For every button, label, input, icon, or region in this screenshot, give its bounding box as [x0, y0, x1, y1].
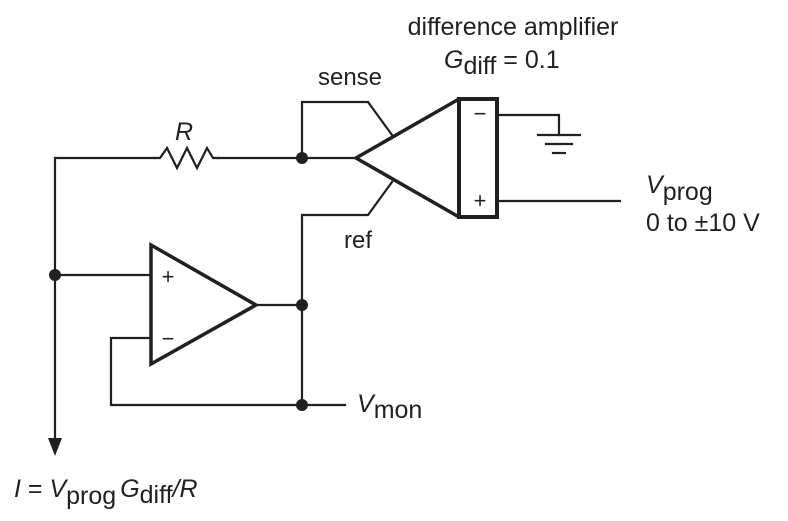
diff-amp-plus-pin: +: [474, 188, 487, 213]
eq-v-symbol: V: [49, 475, 68, 503]
wire-sense: [300, 100, 394, 160]
wire-left-to-resistor: [53, 156, 157, 277]
vprog-label: Vprog: [646, 171, 713, 206]
eq-equals: =: [21, 475, 50, 503]
ground-icon: [536, 133, 582, 155]
eq-r-symbol: R: [180, 475, 198, 503]
opamp-triangle: [149, 241, 260, 367]
junction-dot-sense: [296, 152, 308, 164]
eq-current-symbol: I: [14, 475, 21, 503]
opamp-minus-pin: −: [162, 326, 175, 351]
sense-label: sense: [318, 64, 382, 91]
resistor-label: R: [175, 118, 193, 146]
current-arrow-icon: [48, 438, 62, 456]
junction-dot-output: [296, 299, 308, 311]
vprog-subscript: prog: [663, 178, 713, 206]
wire-to-ground: [495, 113, 561, 137]
eq-g-symbol: G: [120, 475, 139, 503]
vprog-range: 0 to ±10 V: [646, 209, 760, 237]
vmon-symbol: V: [357, 390, 376, 418]
opamp-plus-pin: +: [162, 264, 175, 289]
diff-amp-minus-pin: −: [474, 101, 487, 126]
junction-dot-vmon: [296, 399, 308, 411]
vmon-label: Vmon: [357, 390, 422, 424]
eq-g-subscript: diff: [140, 481, 173, 509]
gain-label: Gdiff = 0.1: [444, 46, 560, 80]
gain-subscript: diff: [463, 52, 496, 80]
vmon-subscript: mon: [374, 396, 423, 424]
gain-value: = 0.1: [496, 46, 559, 74]
resistor-symbol: [153, 145, 220, 171]
vprog-symbol: V: [646, 171, 665, 199]
diff-amp-triangle: [352, 97, 460, 219]
wire-feedback: [109, 336, 304, 407]
wire-ref: [300, 180, 394, 307]
ref-label: ref: [344, 227, 372, 254]
eq-v-subscript: prog: [66, 482, 116, 510]
diff-amp-box: [457, 97, 499, 219]
gain-symbol: G: [444, 46, 463, 74]
junction-dot-left: [49, 269, 61, 281]
diff-amp-title: difference amplifier: [408, 13, 619, 41]
